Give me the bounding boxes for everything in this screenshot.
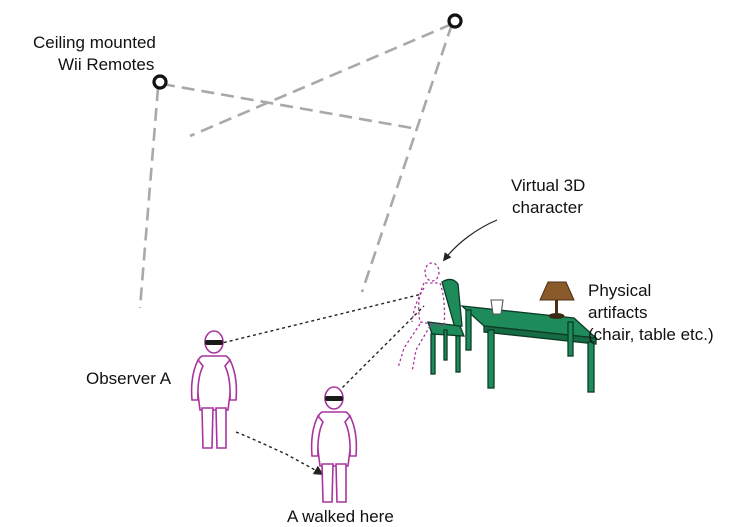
observer-leg-left	[321, 463, 334, 503]
sight-line-walked	[333, 305, 425, 397]
observer-arm-right	[224, 358, 238, 401]
physical-artifacts-label: Physical artifacts (chair, table etc.)	[588, 281, 714, 344]
ray-top-down	[360, 23, 454, 293]
virtual-character-label: Virtual 3D character	[511, 176, 590, 217]
remotes-label-line2: Wii Remotes	[58, 55, 154, 74]
sight-line-observer	[217, 293, 423, 345]
observer-leg-left	[201, 407, 214, 449]
virtual-character-head	[424, 262, 440, 282]
walked-label: A walked here	[287, 507, 394, 526]
table-leg	[567, 321, 574, 357]
virtual-character	[397, 262, 446, 373]
wii-remote-left	[152, 74, 168, 90]
wii-remote-top	[447, 13, 463, 29]
virtual-character-callout-arrow	[442, 219, 498, 262]
observer-goggles	[325, 396, 343, 401]
observer-a-walked	[310, 386, 358, 503]
observer-label: Observer A	[86, 369, 172, 388]
virtual-character-arm	[411, 287, 425, 323]
walk-path-arrow	[235, 431, 324, 476]
ray-left-right	[161, 82, 413, 130]
chair-seat	[427, 321, 465, 337]
chair	[427, 278, 465, 375]
lamp-icon	[539, 281, 575, 301]
chair-leg	[430, 333, 436, 375]
camera-rays	[138, 22, 454, 309]
sight-lines	[217, 293, 425, 397]
table-leg	[587, 341, 595, 393]
virtual-character-label-line2: character	[512, 198, 583, 217]
lamp-base	[548, 313, 565, 319]
physical-artifacts-label-line2: artifacts	[588, 303, 648, 322]
physical-artifacts-label-line1: Physical	[588, 281, 651, 300]
observer-leg-right	[335, 463, 347, 503]
observer-arm-right	[344, 414, 358, 457]
physical-artifacts-label-line3: (chair, table etc.)	[588, 325, 714, 344]
remotes-label: Ceiling mounted Wii Remotes	[33, 33, 161, 74]
ray-top-left	[189, 22, 453, 138]
table	[460, 305, 598, 393]
remotes-label-line1: Ceiling mounted	[33, 33, 156, 52]
observer-a	[190, 330, 238, 449]
observer-goggles	[205, 340, 223, 345]
cup	[490, 299, 504, 315]
ray-left-down	[138, 87, 160, 309]
table-leg	[465, 309, 472, 351]
cup-icon	[490, 299, 504, 315]
chair-icon	[441, 278, 463, 329]
wii-remote-icon	[152, 74, 168, 90]
wii-remote-icon	[447, 13, 463, 29]
lamp	[539, 281, 575, 319]
observer-arm-left	[190, 358, 204, 401]
observer-leg-right	[215, 407, 227, 449]
virtual-character-legs	[397, 323, 431, 373]
table-leg	[487, 329, 495, 389]
chair-leg	[443, 329, 448, 361]
chair-leg	[455, 335, 461, 373]
observer-arm-left	[310, 414, 324, 457]
lamp-stem	[555, 300, 558, 314]
virtual-character-label-line1: Virtual 3D	[511, 176, 585, 195]
